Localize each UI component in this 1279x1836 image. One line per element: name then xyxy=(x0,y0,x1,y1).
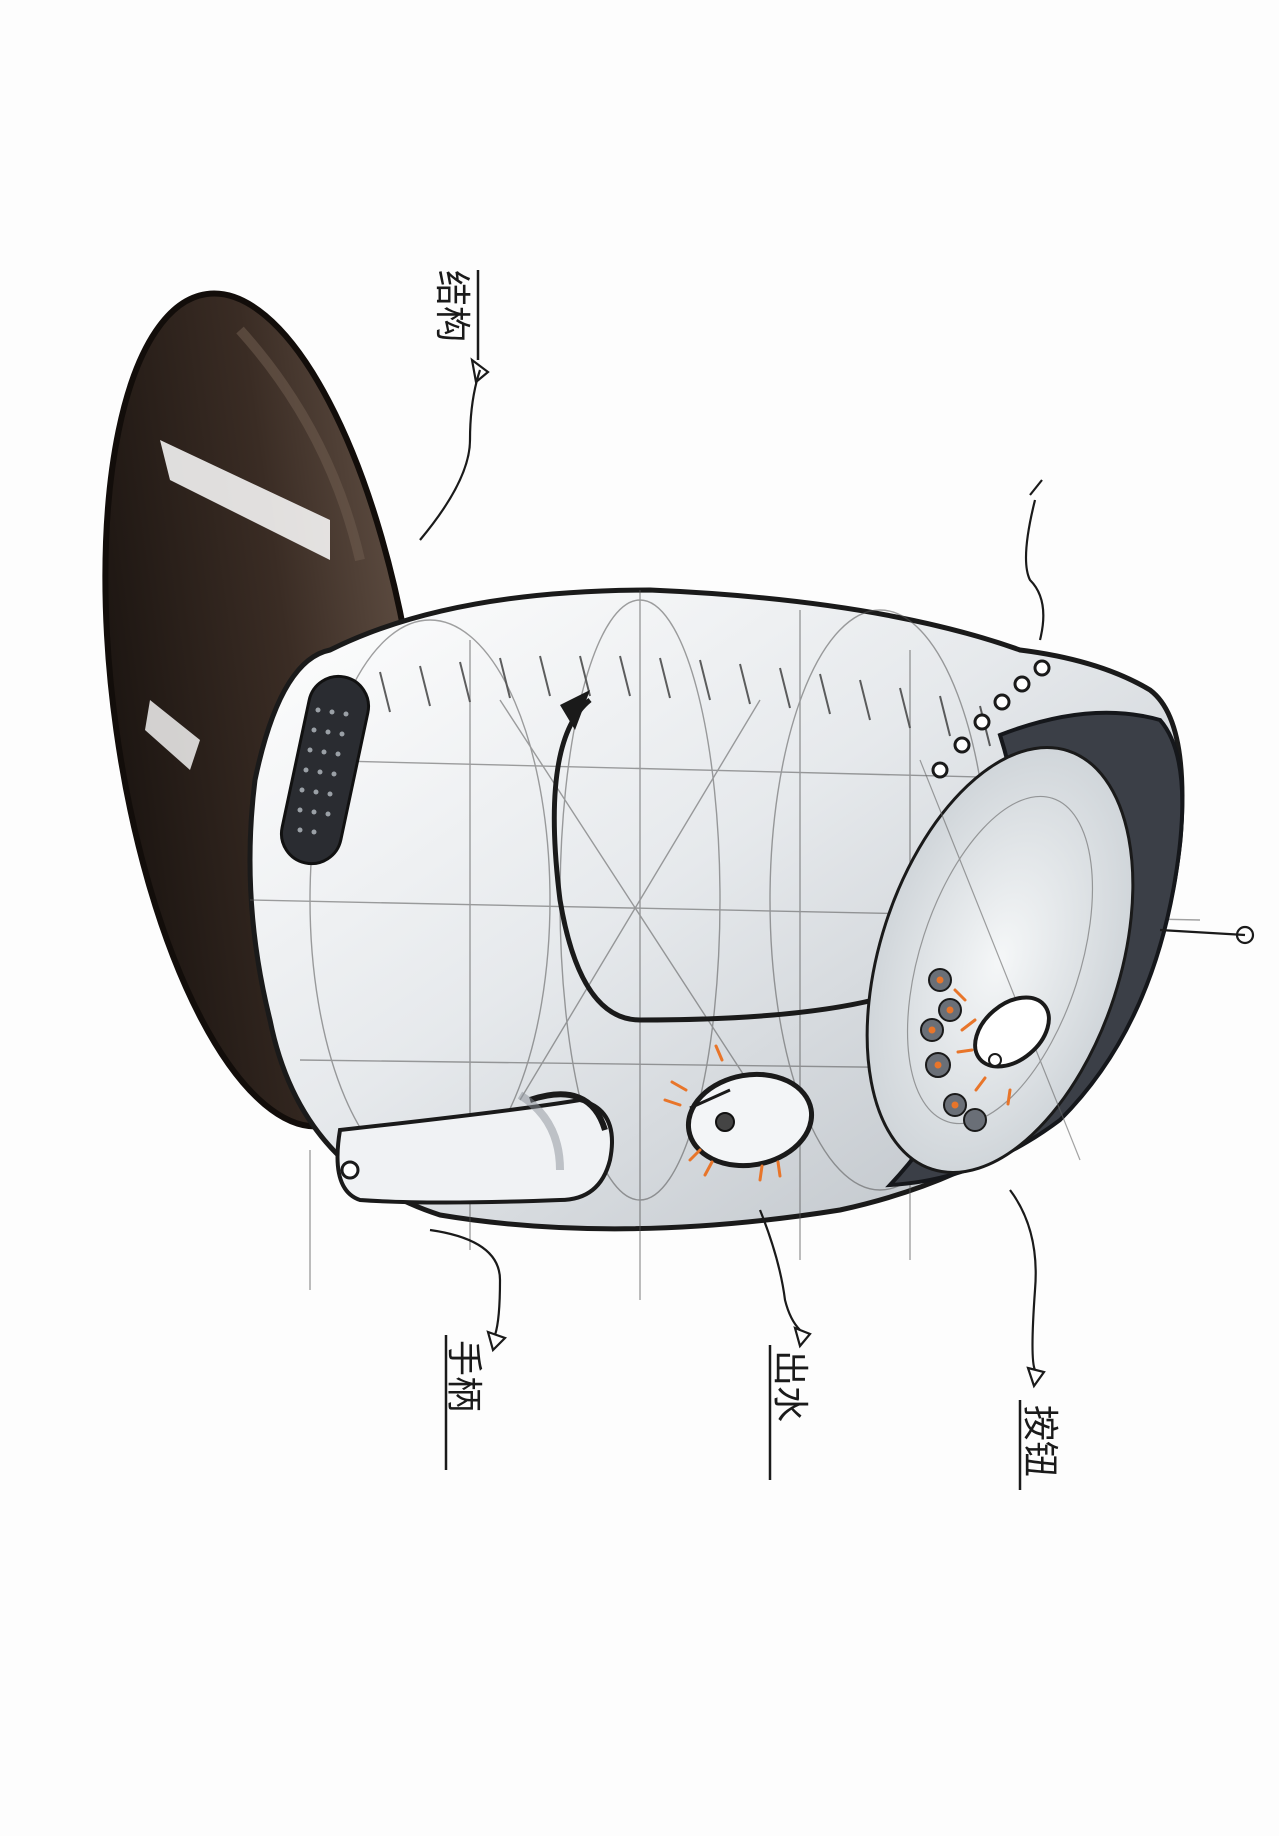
leader-bottom-right xyxy=(1009,1189,1037,1371)
grille-dots xyxy=(297,707,349,835)
annotation-underlines xyxy=(444,270,1022,1490)
annotation-bottom-right: 按钮 xyxy=(1019,1405,1060,1477)
grille-pad xyxy=(279,674,371,866)
bowl-construction xyxy=(906,759,1094,1161)
cut-notch xyxy=(560,690,590,730)
leader-top-left xyxy=(419,369,482,541)
disc-highlight-small xyxy=(145,700,200,770)
disc-sheen xyxy=(236,326,365,562)
handle xyxy=(335,1091,614,1205)
leader-top-right xyxy=(1024,499,1045,641)
leader-lines xyxy=(419,369,1246,1371)
knob-indicators xyxy=(928,976,959,1109)
annotation-top-left: 结构 xyxy=(431,270,472,342)
outlet-glow xyxy=(663,1044,782,1182)
annotation-bottom-left: 手柄 xyxy=(443,1340,484,1412)
leader-bottom-middle xyxy=(758,1209,801,1331)
annotation-bottom-middle: 出水 xyxy=(769,1350,810,1422)
leader-bottom-left xyxy=(429,1228,502,1336)
disc-highlight xyxy=(160,440,330,560)
top-button-row xyxy=(931,659,1051,779)
control-panel xyxy=(920,968,1051,1132)
main-dial xyxy=(973,995,1051,1069)
leader-arrows xyxy=(470,357,1255,1389)
leader-right xyxy=(1159,928,1246,937)
hatched-band xyxy=(339,655,991,747)
dial-glow xyxy=(953,988,1012,1106)
water-outlet xyxy=(663,1044,815,1182)
